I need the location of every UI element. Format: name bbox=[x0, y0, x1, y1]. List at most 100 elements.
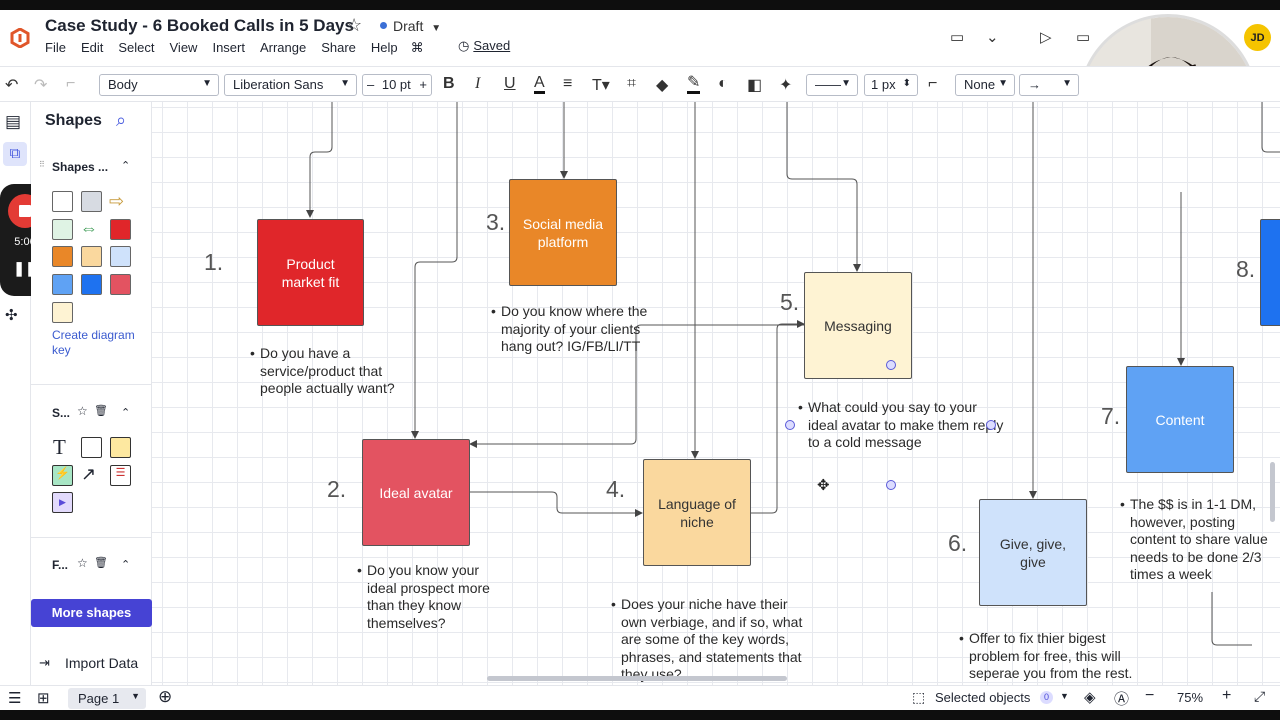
grid-view-icon[interactable]: ⊞ bbox=[37, 690, 50, 707]
resize-handle[interactable] bbox=[886, 360, 896, 370]
line-style-select[interactable]: ——▼ bbox=[806, 74, 858, 96]
plus-icon[interactable]: + bbox=[419, 77, 427, 92]
undo-icon[interactable]: ↶ bbox=[5, 77, 19, 94]
layers-icon[interactable]: ◈ bbox=[1084, 689, 1096, 706]
connector-style-icon[interactable]: ⌐ bbox=[928, 75, 938, 92]
menu-insert[interactable]: Insert bbox=[212, 40, 245, 55]
present-icon[interactable]: ▷ bbox=[1040, 29, 1052, 46]
shape-rect-red[interactable] bbox=[110, 219, 131, 240]
text-options-icon[interactable]: T▾ bbox=[592, 77, 610, 94]
text-shape-icon[interactable]: T bbox=[53, 435, 66, 459]
shape-arrow-right[interactable]: ⇨ bbox=[109, 191, 125, 211]
selection-handle[interactable] bbox=[886, 480, 896, 490]
comment-icon[interactable]: ▭ bbox=[950, 29, 965, 46]
shape-rect-white[interactable] bbox=[52, 191, 73, 212]
magic-wand-icon[interactable]: ✦ bbox=[779, 77, 793, 94]
shape-double-arrow[interactable]: ⇔ bbox=[80, 218, 98, 238]
opacity-icon[interactable]: ◐ bbox=[718, 75, 728, 92]
chevron-down-icon[interactable]: ▼ bbox=[1060, 691, 1069, 701]
connector-language-to-messaging[interactable] bbox=[750, 320, 805, 514]
connector-partial-top[interactable] bbox=[1261, 102, 1280, 153]
selected-objects-label[interactable]: Selected objects bbox=[935, 690, 1031, 705]
draft-status[interactable]: Draft ▼ bbox=[380, 18, 441, 34]
zoom-level[interactable]: 75% bbox=[1177, 690, 1204, 705]
menu-help[interactable]: Help bbox=[370, 40, 398, 55]
note-give[interactable]: •Offer to fix thier bigest problem for f… bbox=[959, 630, 1159, 683]
shape-rect-cream[interactable] bbox=[52, 302, 73, 323]
align-icon[interactable]: ≡ bbox=[563, 75, 573, 92]
zoom-in-icon[interactable]: + bbox=[1222, 687, 1232, 704]
standard-section-title[interactable]: S... bbox=[52, 406, 71, 420]
pages-icon[interactable]: ▤ bbox=[5, 112, 22, 131]
node-product-market-fit[interactable]: Product market fit bbox=[257, 219, 364, 326]
extensions-icon[interactable]: ⌘ bbox=[410, 40, 424, 55]
sticky-note-icon[interactable] bbox=[110, 437, 131, 458]
action-shape-icon[interactable]: ⚡ bbox=[52, 465, 73, 486]
note-social-media[interactable]: •Do you know where the majority of your … bbox=[491, 303, 651, 356]
search-icon[interactable]: ⌕ bbox=[116, 110, 127, 130]
note-product-market-fit[interactable]: •Do you have a service/product that peop… bbox=[250, 345, 405, 398]
menu-share[interactable]: Share bbox=[321, 40, 356, 55]
fullscreen-icon[interactable]: ⤢ bbox=[1254, 688, 1266, 704]
chevron-up-icon[interactable]: ⌃ bbox=[121, 407, 131, 419]
redo-icon[interactable]: ↷ bbox=[34, 77, 48, 94]
horizontal-scrollbar[interactable] bbox=[487, 676, 787, 681]
node-language-of-niche[interactable]: Language of niche bbox=[643, 459, 751, 566]
minus-icon[interactable]: – bbox=[367, 77, 375, 92]
note-language[interactable]: •Does your niche have their own verbiage… bbox=[611, 596, 806, 684]
connector-messaging-to-avatar[interactable] bbox=[469, 324, 804, 448]
chevron-up-icon[interactable]: ⌃ bbox=[121, 559, 131, 571]
diagram-canvas[interactable]: 1. Product market fit •Do you have a ser… bbox=[152, 102, 1280, 685]
node-ideal-avatar[interactable]: Ideal avatar bbox=[362, 439, 470, 546]
connector-partial[interactable] bbox=[1211, 592, 1252, 646]
lucid-logo-icon[interactable] bbox=[10, 28, 30, 48]
trash-icon[interactable]: 🗑 bbox=[94, 405, 108, 417]
add-page-icon[interactable]: ⊕ bbox=[158, 687, 173, 706]
shapes-section-title[interactable]: Shapes ... bbox=[52, 160, 109, 174]
note-content[interactable]: •The $$ is in 1-1 DM, however, posting c… bbox=[1120, 496, 1280, 584]
shape-rect-pink[interactable] bbox=[110, 274, 131, 295]
star-icon[interactable]: ☆ bbox=[77, 404, 88, 418]
selection-icon[interactable]: ⬚ bbox=[912, 689, 926, 705]
note-ideal-avatar[interactable]: •Do you know your ideal prospect more th… bbox=[357, 562, 512, 632]
saved-indicator[interactable]: ◷Saved bbox=[458, 38, 510, 54]
star-icon[interactable]: ☆ bbox=[77, 556, 88, 570]
drag-handle-icon[interactable]: ⠿ bbox=[39, 160, 45, 169]
menu-file[interactable]: File bbox=[45, 40, 66, 55]
rectangle-shape-icon[interactable] bbox=[81, 437, 102, 458]
video-shape-icon[interactable]: ▶ bbox=[52, 492, 73, 513]
font-select[interactable]: Liberation Sans▼ bbox=[224, 74, 357, 96]
star-icon[interactable]: ☆ bbox=[346, 15, 363, 35]
shape-rect-blue[interactable] bbox=[52, 274, 73, 295]
list-view-icon[interactable]: ☰ bbox=[8, 690, 22, 707]
chevron-down-icon[interactable]: ⌄ bbox=[986, 29, 999, 46]
node-social-media-platform[interactable]: Social media platform bbox=[509, 179, 617, 286]
zoom-out-icon[interactable]: − bbox=[1145, 687, 1155, 704]
shape-rect-darkblue[interactable] bbox=[81, 274, 102, 295]
selection-handle[interactable] bbox=[785, 420, 795, 430]
shape-rect-orange[interactable] bbox=[52, 246, 73, 267]
vertical-scrollbar[interactable] bbox=[1270, 462, 1275, 522]
connector-to-avatar[interactable] bbox=[411, 102, 458, 439]
user-avatar[interactable]: JD bbox=[1244, 24, 1271, 51]
connector-avatar-to-language[interactable] bbox=[469, 491, 643, 517]
font-size-stepper[interactable]: – 10 pt+ bbox=[362, 74, 432, 96]
shape-rect-tan[interactable] bbox=[81, 246, 102, 267]
import-data-button[interactable]: Import Data bbox=[65, 655, 139, 671]
underline-icon[interactable]: U bbox=[504, 75, 516, 92]
node-give-give-give[interactable]: Give, give, give bbox=[979, 499, 1087, 606]
shape-rect-lightblue[interactable] bbox=[110, 246, 131, 267]
position-icon[interactable]: ⌗ bbox=[627, 75, 637, 92]
arrow-start-select[interactable]: None▼ bbox=[955, 74, 1015, 96]
line-width-select[interactable]: 1 px⬍ bbox=[864, 74, 918, 96]
list-shape-icon[interactable]: ☰ bbox=[110, 465, 131, 486]
arrow-end-select[interactable]: →▼ bbox=[1019, 74, 1079, 96]
chevron-up-icon[interactable]: ⌃ bbox=[121, 160, 131, 172]
shape-rect-gray[interactable] bbox=[81, 191, 102, 212]
shape-rect-lightgreen[interactable] bbox=[52, 219, 73, 240]
import-icon[interactable]: ⇥ bbox=[39, 655, 50, 670]
trash-icon[interactable]: 🗑 bbox=[94, 557, 108, 569]
line-color-icon[interactable]: ✎ bbox=[687, 75, 701, 94]
pause-icon[interactable]: ❚❚ bbox=[13, 260, 37, 276]
create-diagram-key-link[interactable]: Create diagram key bbox=[52, 328, 135, 357]
